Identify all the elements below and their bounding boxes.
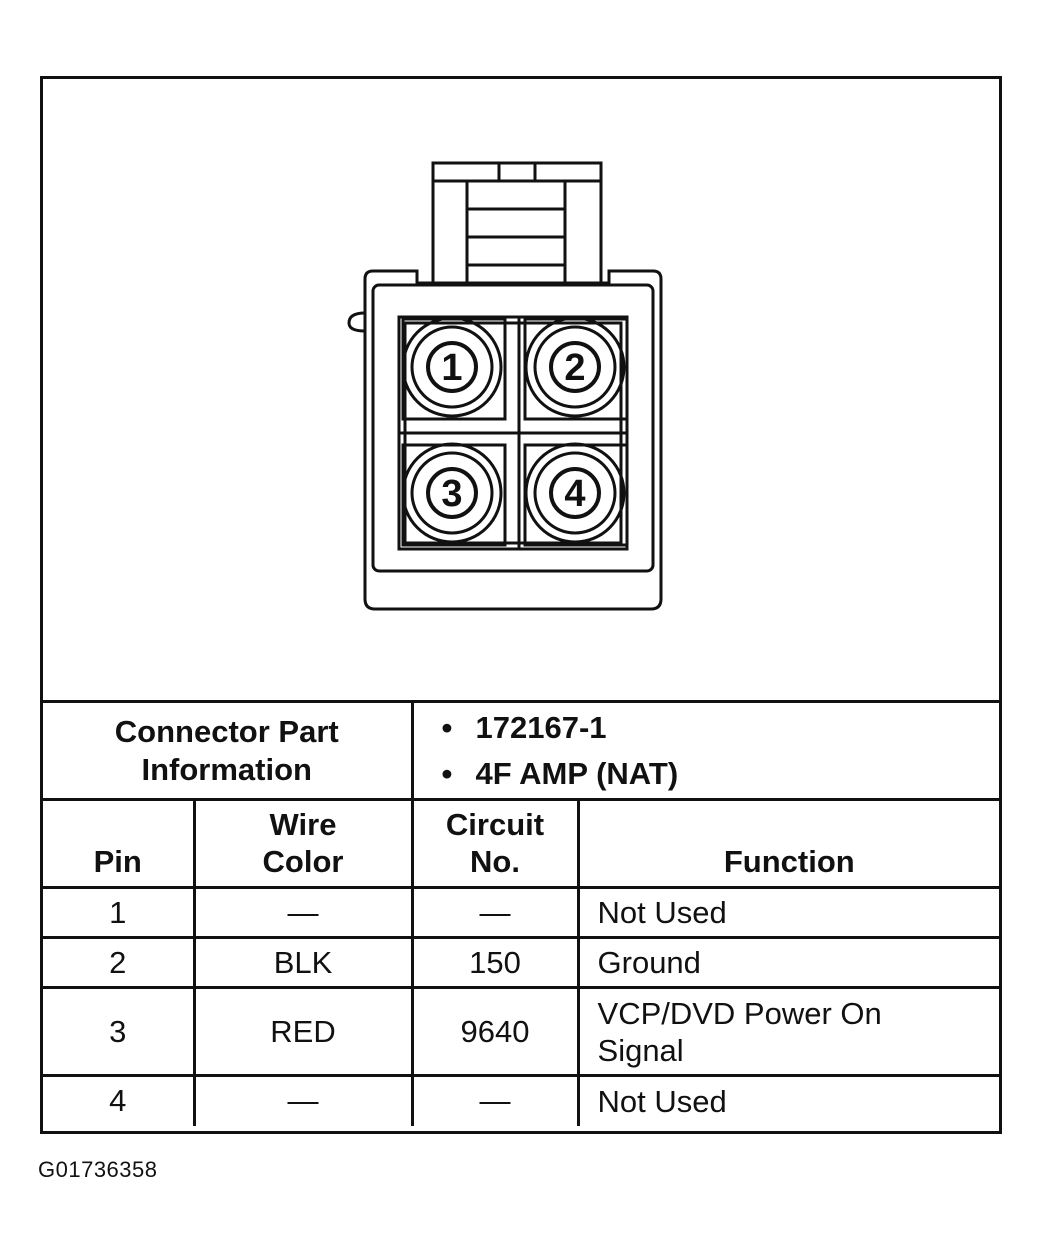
part-info-row: Connector Part Information 172167-1 4F A… (43, 700, 1000, 801)
part-description: 4F AMP (NAT) (476, 751, 1000, 797)
part-info-label: Connector Part Information (43, 700, 414, 801)
connector-drawing-area: 1 2 3 4 (43, 79, 999, 701)
table-row: 4 — — Not Used (43, 1074, 1000, 1126)
part-info-values: 172167-1 4F AMP (NAT) (410, 700, 1000, 801)
wire-color-header-line1: Wire (269, 807, 337, 842)
table-header-row: Pin Wire Color Circuit No. Function (43, 798, 1000, 889)
circuit-cell: — (410, 1074, 580, 1126)
pin-4 (523, 442, 629, 547)
pin-cell: 4 (43, 1074, 196, 1126)
circuit-cell: 150 (410, 936, 580, 989)
pin-cell: 2 (43, 936, 196, 989)
connector-diagram-frame: 1 2 3 4 Connector Part Information 17216… (40, 76, 1002, 1134)
table-row: 1 — — Not Used (43, 886, 1000, 939)
function-cell: Not Used (576, 886, 1000, 939)
function-text-line1: VCP/DVD Power On (597, 995, 882, 1031)
circuit-header-line1: Circuit (445, 807, 545, 842)
function-header: Function (576, 798, 1000, 889)
pin-4-number: 4 (564, 473, 585, 515)
pin-header-label: Pin (93, 844, 142, 879)
pin-cell: 1 (43, 886, 196, 939)
wire-color-cell: — (192, 1074, 414, 1126)
circuit-cell: 9640 (410, 986, 580, 1077)
part-info-label-line2: Information (141, 751, 313, 787)
function-cell: Not Used (576, 1074, 1000, 1126)
pin-3 (401, 442, 507, 547)
function-cell: VCP/DVD Power On Signal (576, 986, 1000, 1077)
function-text: Not Used (597, 1083, 727, 1119)
function-text: Ground (597, 945, 701, 980)
connector-key-notch (347, 311, 366, 333)
wire-color-cell: — (192, 886, 414, 939)
part-number: 172167-1 (476, 705, 1000, 751)
pin-cell: 3 (43, 986, 196, 1077)
circuit-header: Circuit No. (410, 798, 580, 889)
pin-2 (523, 316, 629, 421)
wire-color-cell: RED (192, 986, 414, 1077)
circuit-header-line2: No. (470, 844, 520, 879)
circuit-cell: — (410, 886, 580, 939)
part-info-label-line1: Connector Part (114, 713, 339, 749)
function-header-label: Function (723, 844, 855, 879)
connector-info-table: Connector Part Information 172167-1 4F A… (43, 700, 1000, 1126)
table-row: 3 RED 9640 VCP/DVD Power On Signal (43, 986, 1000, 1077)
figure-id: G01736358 (38, 1157, 158, 1182)
function-text-line2: Signal (597, 1032, 684, 1068)
wire-color-header: Wire Color (192, 798, 414, 889)
wire-color-cell: BLK (192, 936, 414, 989)
table-row: 2 BLK 150 Ground (43, 936, 1000, 989)
pin-1 (401, 316, 507, 421)
pin-1-number: 1 (441, 347, 462, 389)
connector-housing (363, 269, 663, 611)
wire-color-header-line2: Color (262, 844, 344, 879)
function-cell: Ground (576, 936, 1000, 989)
pin-header: Pin (43, 798, 196, 889)
pin-3-number: 3 (441, 473, 462, 515)
connector-face-drawing: 1 2 3 4 (347, 161, 663, 611)
function-text: Not Used (597, 895, 727, 930)
pin-2-number: 2 (564, 347, 585, 389)
